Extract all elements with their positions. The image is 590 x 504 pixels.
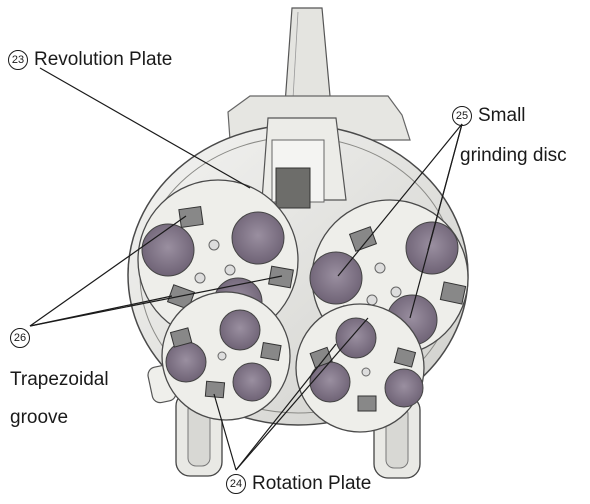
revolution-plate-label: 23 Revolution Plate: [8, 50, 172, 70]
small-grinding-disc-line2: grinding disc: [460, 145, 567, 166]
rotation-plate-lower-right: [296, 304, 424, 432]
small-grinding-disc-line1: Small: [478, 105, 526, 126]
trapezoidal-groove-line1: Trapezoidal: [10, 370, 109, 389]
trapezoidal-groove-text2: groove: [10, 407, 68, 428]
revolution-plate-text: Revolution Plate: [34, 49, 172, 70]
trapezoidal-groove-text1: Trapezoidal: [10, 369, 109, 390]
gear-cover: [262, 118, 346, 208]
small-grinding-disc-label-line2: grinding disc: [460, 146, 567, 165]
callout-number-25: 25: [452, 106, 472, 126]
rotation-plate-lower-left: [162, 292, 290, 420]
trapezoidal-groove-number: 26: [10, 328, 36, 348]
trapezoidal-groove-line2: groove: [10, 408, 68, 427]
callout-number-23: 23: [8, 50, 28, 70]
callout-number-26: 26: [10, 328, 30, 348]
callout-number-24: 24: [226, 474, 246, 494]
rotation-plate-text: Rotation Plate: [252, 473, 371, 494]
rotation-plate-label: 24 Rotation Plate: [226, 474, 371, 494]
small-grinding-disc-label: 25 Small: [452, 106, 526, 126]
